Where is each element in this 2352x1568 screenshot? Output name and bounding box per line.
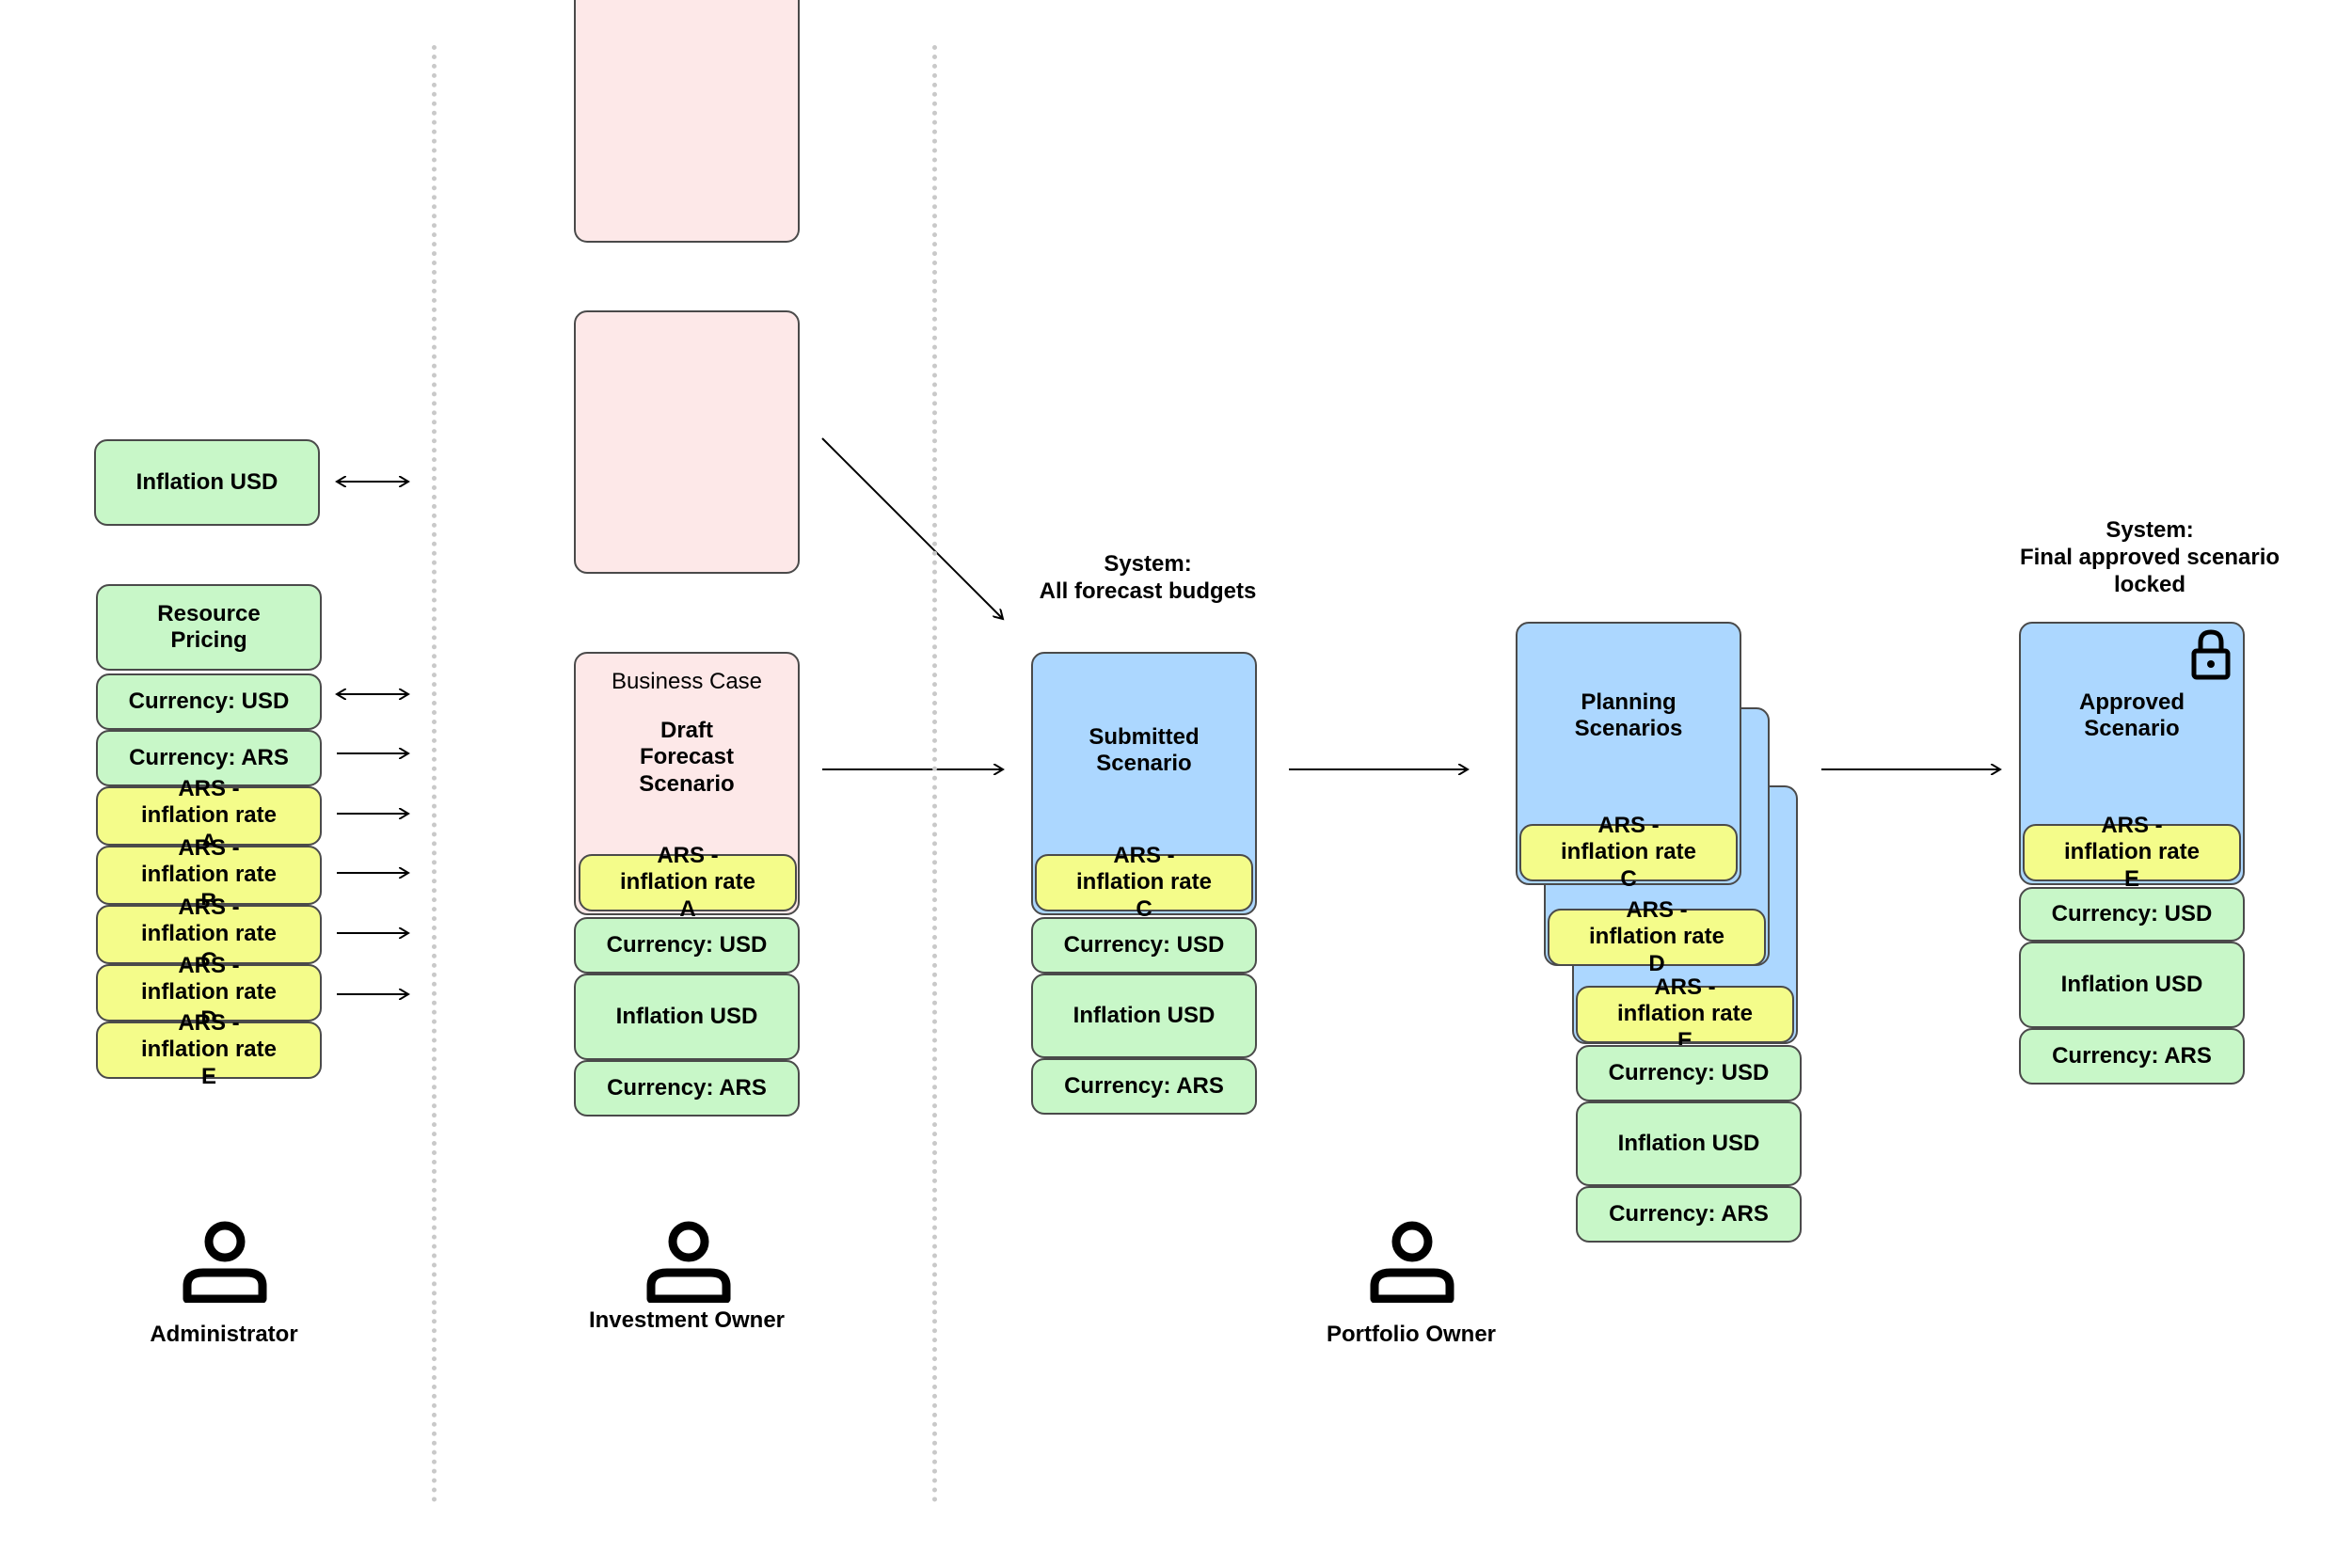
planning-rate-c: ARS - inflation rate C <box>1519 813 1738 892</box>
submitted-inflation-usd: Inflation USD <box>1031 974 1257 1058</box>
pink-card-middle <box>574 310 800 574</box>
pink-card-top <box>574 0 800 243</box>
investment-owner-person-icon <box>646 1221 731 1303</box>
system-final-heading-line1: System: <box>2106 517 2194 543</box>
arrow-diagonal-to-submitted <box>821 437 1003 619</box>
admin-rate-a: ARS - inflation rate A <box>96 776 322 855</box>
admin-rate-e: ARS - inflation rate E <box>96 1010 322 1089</box>
admin-currency-usd: Currency: USD <box>96 673 322 730</box>
investment-owner-label: Investment Owner <box>588 1307 786 1333</box>
planning-inflation-usd: Inflation USD <box>1576 1101 1802 1186</box>
system-forecast-heading-line2: All forecast budgets <box>1039 578 1257 604</box>
system-final-heading-line2: Final approved scenario <box>2019 544 2280 570</box>
admin-rate-c: ARS - inflation rate C <box>96 895 322 974</box>
administrator-label: Administrator <box>150 1322 298 1347</box>
planning-rate-e: ARS - inflation rate E <box>1576 974 1794 1053</box>
admin-resource-pricing: Resource Pricing <box>96 584 322 671</box>
io-currency-usd: Currency: USD <box>574 917 800 974</box>
system-forecast-heading: System: All forecast budgets <box>1007 551 1289 606</box>
approved-inflation-usd: Inflation USD <box>2019 942 2245 1028</box>
io-inflation-usd: Inflation USD <box>574 974 800 1060</box>
io-rate-a: ARS - inflation rate A <box>579 843 797 922</box>
portfolio-owner-label: Portfolio Owner <box>1327 1322 1496 1347</box>
lane-divider-1 <box>432 45 437 1503</box>
admin-rate-d: ARS - inflation rate D <box>96 953 322 1032</box>
admin-currency-ars: Currency: ARS <box>96 730 322 786</box>
submitted-currency-ars: Currency: ARS <box>1031 1058 1257 1115</box>
planning-currency-usd: Currency: USD <box>1576 1045 1802 1101</box>
planning-rate-d: ARS - inflation rate D <box>1548 897 1766 976</box>
admin-inflation-usd: Inflation USD <box>94 439 320 526</box>
system-final-heading: System: Final approved scenario locked <box>1994 517 2305 598</box>
administrator-person-icon <box>183 1221 267 1303</box>
lane-divider-2 <box>932 45 937 1503</box>
submitted-currency-usd: Currency: USD <box>1031 917 1257 974</box>
approved-currency-usd: Currency: USD <box>2019 887 2245 942</box>
lock-icon <box>2191 629 2231 680</box>
business-case-label: Business Case <box>611 669 763 694</box>
portfolio-owner-person-icon <box>1370 1221 1454 1303</box>
approved-rate-e: ARS - inflation rate E <box>2023 813 2241 892</box>
system-final-heading-line3: locked <box>2113 571 2186 597</box>
io-currency-ars: Currency: ARS <box>574 1060 800 1117</box>
draft-forecast-scenario-label: Draft Forecast Scenario <box>639 718 735 797</box>
planning-currency-ars: Currency: ARS <box>1576 1186 1802 1243</box>
approved-currency-ars: Currency: ARS <box>2019 1028 2245 1085</box>
admin-rate-b: ARS - inflation rate B <box>96 835 322 914</box>
system-forecast-heading-line1: System: <box>1104 551 1192 577</box>
submitted-rate-c: ARS - inflation rate C <box>1035 843 1253 922</box>
